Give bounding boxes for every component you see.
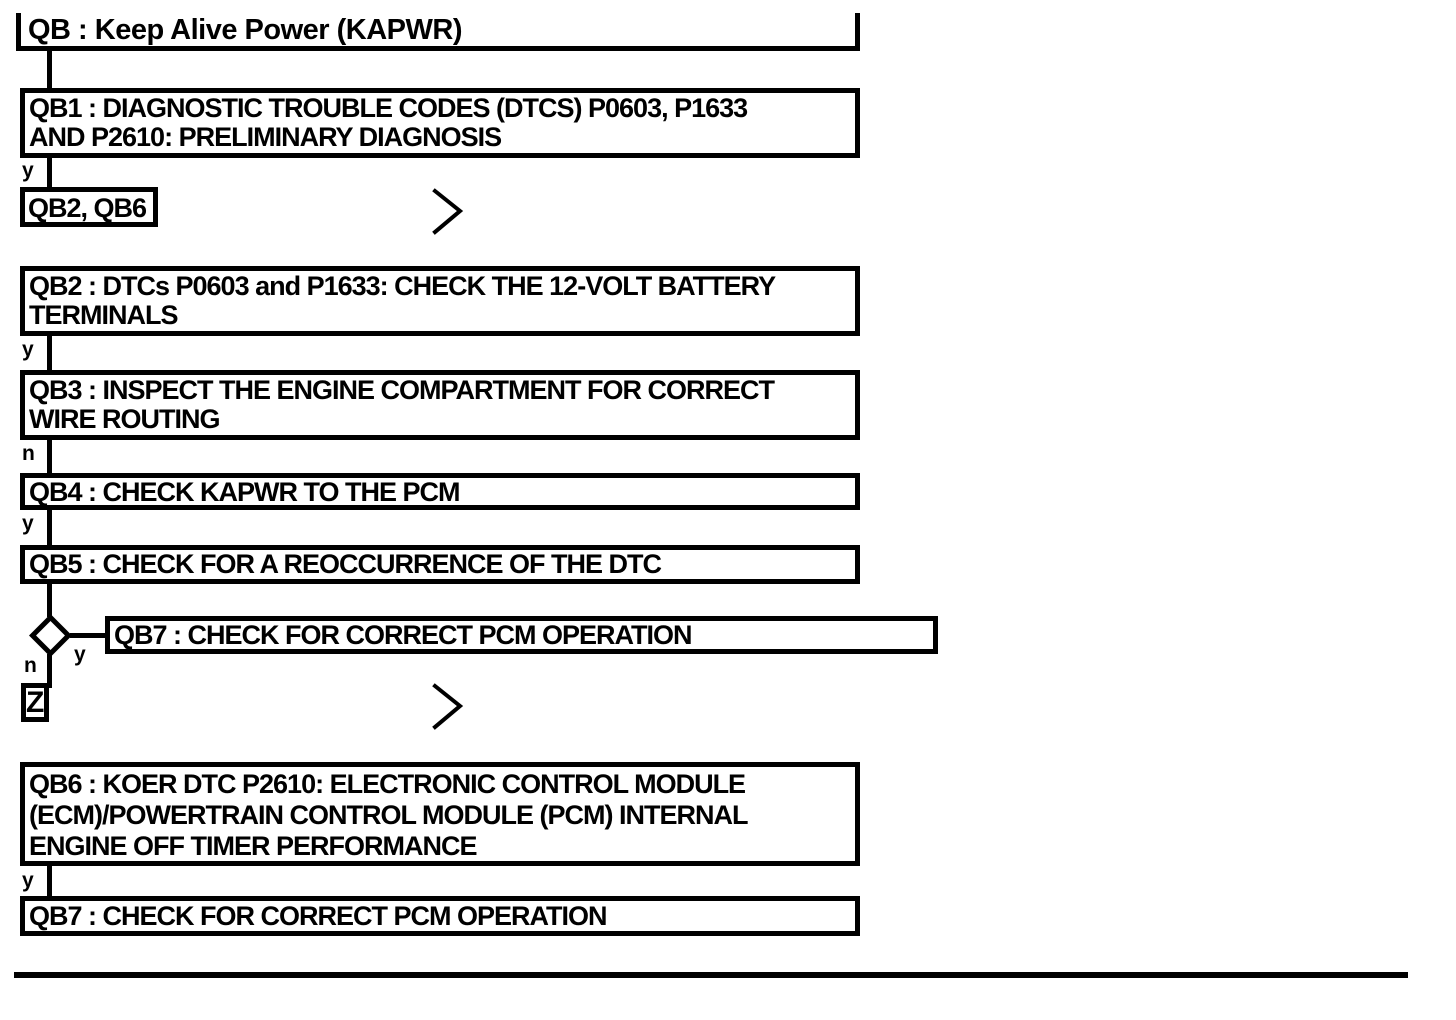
flow-box-qb5: QB5 : CHECK FOR A REOCCURRENCE OF THE DT… [20,545,860,584]
footer-divider [14,972,1408,978]
edge-label-qb5-yes: y [74,643,86,666]
flow-box-qb-title: QB : Keep Alive Power (KAPWR) [16,13,860,51]
flow-box-qb2: QB2 : DTCs P0603 and P1633: CHECK THE 12… [20,266,860,336]
connector-qb4-qb5 [47,509,52,545]
chevron-right-icon [432,188,464,235]
connector-qb6-qb7 [47,865,52,896]
flow-box-qb1: QB1 : DIAGNOSTIC TROUBLE CODES (DTCS) P0… [20,88,860,158]
edge-label-qb3-no: n [22,442,35,465]
edge-label-qb6-yes: y [22,869,34,892]
connector-qb-qb1 [47,49,52,88]
flow-box-qb4: QB4 : CHECK KAPWR TO THE PCM [20,473,860,510]
edge-label-qb5-no: n [24,654,37,677]
flow-box-qb6: QB6 : KOER DTC P2610: ELECTRONIC CONTROL… [20,762,860,866]
chevron-right-icon [432,683,464,730]
flow-ref-box-qb2-qb6: QB2, QB6 [20,187,158,227]
flow-box-qb7-top: QB7 : CHECK FOR CORRECT PCM OPERATION [105,616,938,654]
connector-diamond-qb7 [70,633,105,638]
flow-box-qb7-bottom: QB7 : CHECK FOR CORRECT PCM OPERATION [20,896,860,936]
flow-ref-box-z: Z [21,683,49,722]
connector-diamond-z [47,654,52,688]
connector-qb2-qb3 [47,334,52,370]
flow-box-qb3: QB3 : INSPECT THE ENGINE COMPARTMENT FOR… [20,370,860,440]
connector-qb1-ref [47,156,52,187]
edge-label-qb2-yes: y [22,338,34,361]
connector-qb5-diamond [47,583,52,617]
connector-qb3-qb4 [47,438,52,473]
edge-label-qb4-yes: y [22,512,34,535]
edge-label-qb1-yes: y [22,159,34,182]
decision-diamond-icon [29,614,72,657]
